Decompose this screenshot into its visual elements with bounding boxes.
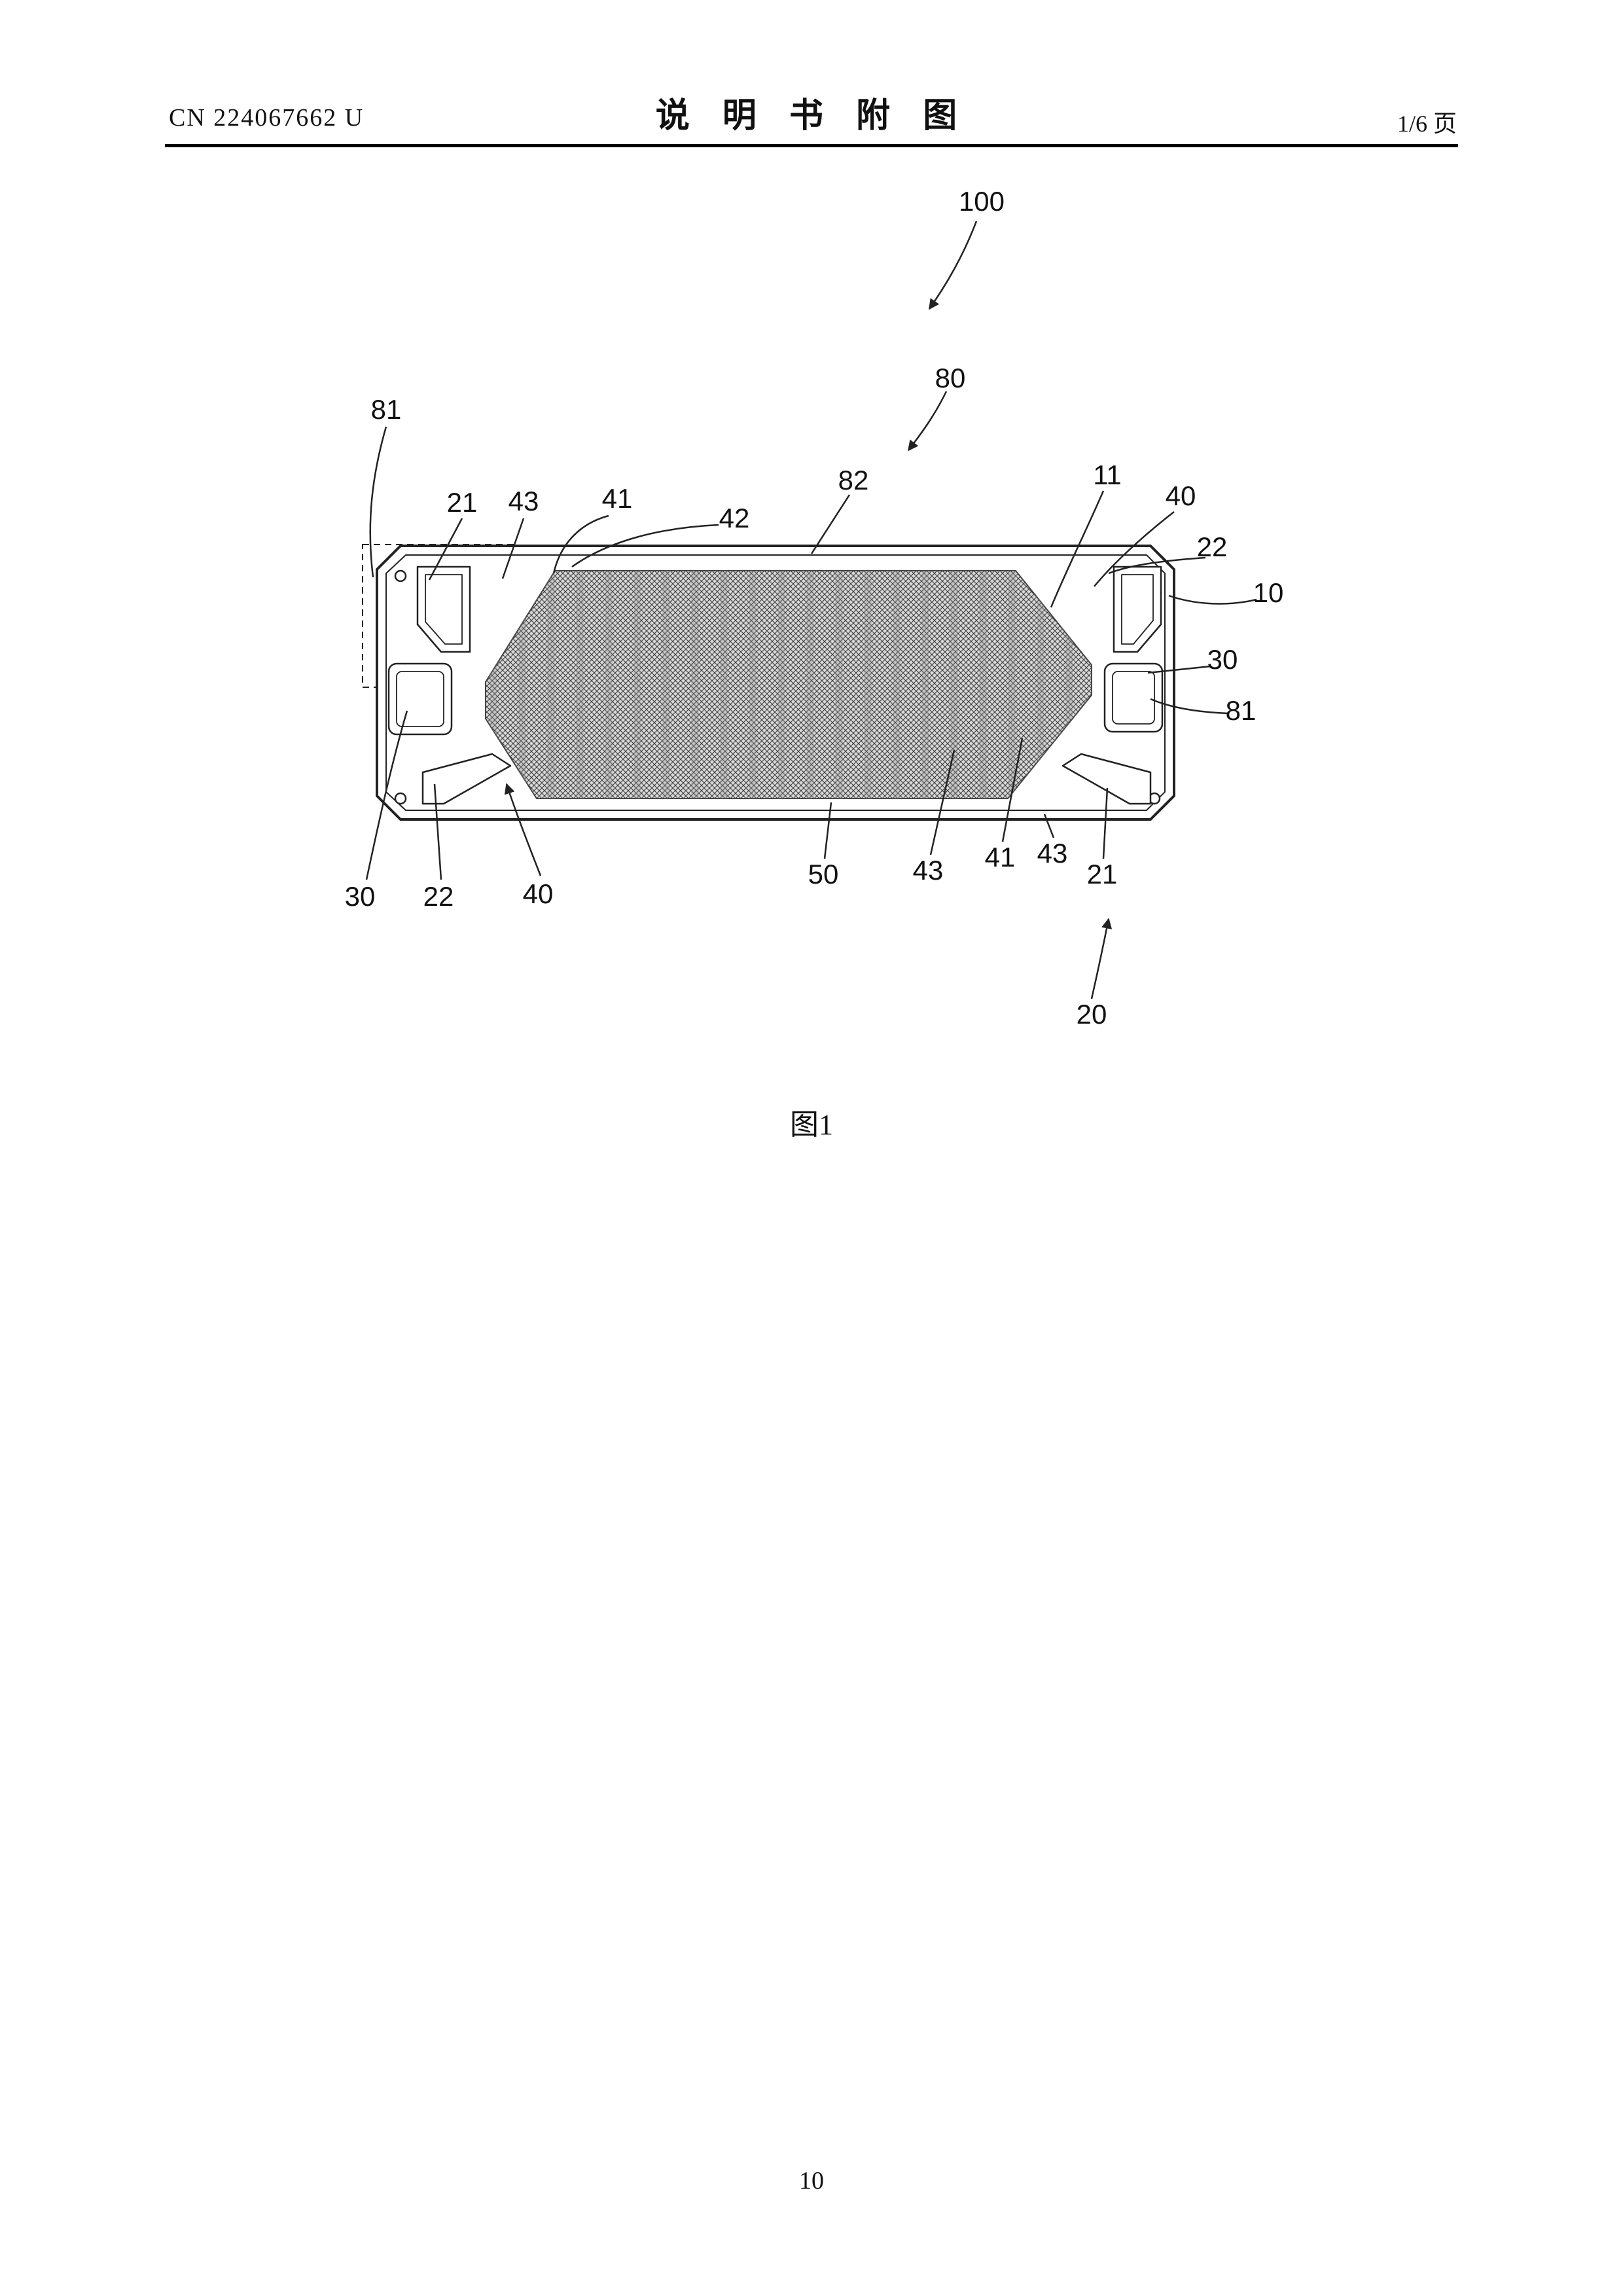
ref-label-43-bottom-1: 43	[913, 855, 944, 886]
ref-label-10: 10	[1253, 577, 1284, 608]
port-left-mid-inner	[396, 671, 444, 727]
ref-label-40-bottom-left: 40	[523, 878, 554, 909]
leader-21-bottom-right	[1102, 787, 1109, 859]
port-top-right	[1113, 565, 1162, 653]
bolt-hole-top-left	[394, 569, 407, 583]
ref-label-43-bottom-2: 43	[1037, 838, 1068, 869]
leader-40-top-right	[1094, 511, 1175, 587]
ref-label-50: 50	[808, 859, 839, 889]
document-number: CN 224067662 U	[169, 104, 365, 132]
leader-22-top-right	[1108, 556, 1206, 575]
ref-label-42: 42	[719, 503, 750, 533]
ref-label-20: 20	[1077, 999, 1107, 1030]
ref-label-30-right: 30	[1207, 644, 1238, 675]
leader-100	[928, 221, 978, 310]
ref-label-40-top-right: 40	[1166, 480, 1196, 511]
ref-label-82: 82	[838, 465, 869, 495]
figure-1-drawing: 100 80 81 21 43 41 42 82 11 40 22 10 30 …	[345, 186, 1284, 1030]
leader-20	[1090, 918, 1113, 999]
leader-22-bottom-left	[433, 783, 442, 880]
leader-81-top-left	[369, 426, 387, 578]
port-bottom-right	[1061, 753, 1152, 805]
ref-label-30-bottom-left: 30	[345, 881, 376, 912]
leader-43-bottom-1	[929, 749, 955, 855]
leader-80	[908, 391, 948, 452]
page-number: 10	[799, 2167, 824, 2195]
ref-label-43-top-left: 43	[508, 486, 539, 516]
leader-43-top-left	[501, 518, 525, 579]
ref-label-100: 100	[959, 186, 1005, 217]
ref-label-21-bottom-right: 21	[1087, 859, 1118, 889]
leader-21-top-left	[428, 518, 463, 581]
leader-50	[823, 802, 832, 859]
ref-label-21-top-left: 21	[447, 487, 478, 518]
leader-81-right	[1150, 698, 1230, 715]
port-top-right-inner	[1121, 574, 1154, 645]
leader-42	[571, 524, 719, 568]
hatched-field-banding	[486, 571, 1092, 798]
leader-82	[810, 494, 851, 554]
ref-label-81-top-left: 81	[371, 394, 402, 425]
bolt-hole-bottom-left	[394, 792, 407, 805]
port-top-left	[416, 565, 471, 653]
ref-label-41-bottom: 41	[985, 842, 1016, 872]
port-top-left-inner	[425, 574, 463, 645]
ref-label-22-top-right: 22	[1197, 531, 1228, 562]
leader-11	[1050, 490, 1105, 608]
leader-43-bottom-2	[1043, 814, 1055, 838]
leader-30-right	[1147, 665, 1211, 674]
port-right-mid	[1103, 662, 1164, 733]
hatched-field	[485, 570, 1092, 799]
page-title: 说 明 书 附 图	[655, 96, 968, 135]
port-left-mid	[387, 662, 453, 736]
figure-caption: 图1	[790, 1109, 833, 1141]
plate-inner-outline	[385, 554, 1166, 811]
port-bottom-left	[421, 753, 512, 805]
leader-41-top-left	[552, 514, 609, 574]
leader-40-bottom-left	[504, 783, 542, 876]
ref-label-80: 80	[935, 363, 966, 393]
page-indicator: 1/6 页	[1397, 111, 1457, 137]
header-rule	[165, 144, 1458, 147]
leader-lines	[365, 221, 1257, 999]
ref-label-41-top-left: 41	[602, 483, 633, 514]
ref-label-11: 11	[1093, 459, 1122, 490]
ref-label-81-right: 81	[1226, 695, 1257, 726]
ref-label-22-bottom-left: 22	[423, 881, 454, 912]
port-right-mid-inner	[1112, 671, 1155, 725]
leader-30-bottom-left	[365, 710, 408, 880]
leader-41-bottom	[1001, 738, 1024, 842]
reference-numerals: 100 80 81 21 43 41 42 82 11 40 22 10 30 …	[345, 186, 1284, 1030]
flow-ports	[387, 565, 1164, 805]
leader-10	[1168, 594, 1257, 605]
